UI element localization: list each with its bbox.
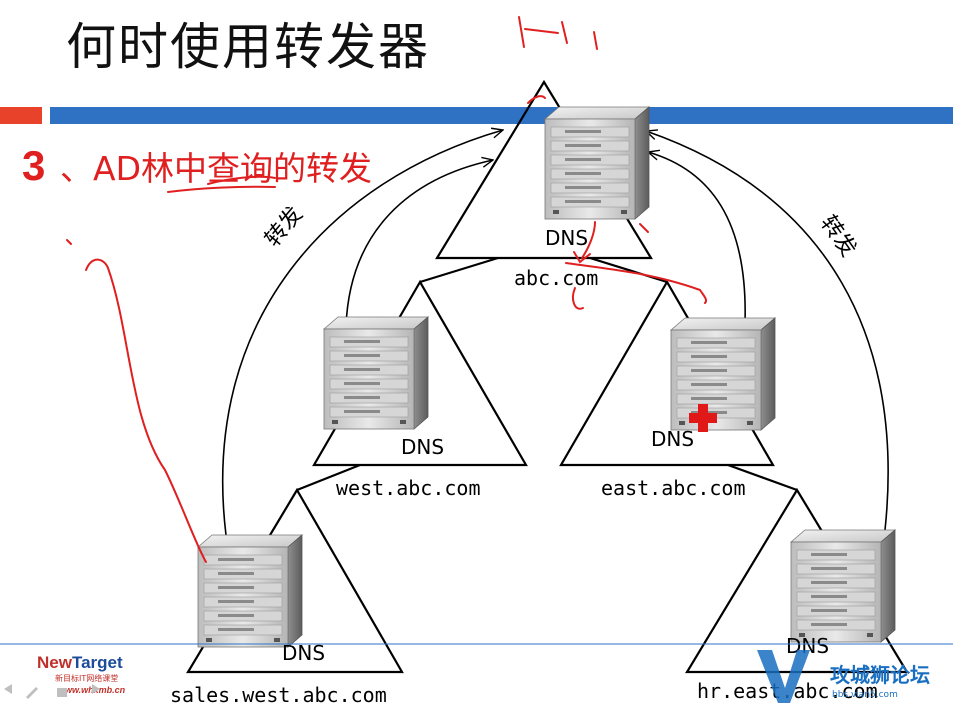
slide-controls[interactable] — [4, 684, 100, 699]
v-logo-icon — [757, 650, 810, 703]
dns-label-west: DNS — [401, 435, 444, 459]
red-cross-icon — [689, 404, 717, 432]
annotation-stroke — [561, 21, 568, 44]
server-icon-root — [544, 106, 650, 220]
annotation-stroke — [593, 31, 598, 50]
dns-label-root: DNS — [545, 226, 588, 250]
annotation-trace — [85, 258, 207, 563]
menu-icon[interactable] — [57, 688, 67, 697]
logo-url: www.whxmb.cn — [58, 685, 126, 695]
domain-label-east: east.abc.com — [601, 476, 746, 500]
logo-brand: NewTarget — [37, 653, 123, 672]
domain-label-root: abc.com — [514, 266, 598, 290]
slide-title: 何时使用转发器 — [66, 18, 430, 76]
title-bar-red-block — [0, 107, 42, 124]
domain-label-west: west.abc.com — [336, 476, 481, 500]
forum-watermark: 攻城狮论坛 bbs.vlan5.com — [757, 650, 930, 703]
forward-arrow-east — [648, 152, 746, 324]
annotation-dot — [66, 239, 72, 245]
newtarget-logo: NewTarget 新目标IT网络课堂 www.whxmb.cn — [37, 653, 126, 695]
prev-slide-icon[interactable] — [4, 684, 12, 694]
server-icon-hr — [790, 529, 896, 643]
edge-east-hr — [727, 463, 798, 492]
edge-root-east — [589, 256, 668, 284]
annotation-arrow-down — [581, 221, 596, 259]
annotation-stroke — [518, 16, 525, 48]
edge-root-west — [419, 256, 499, 284]
next-slide-icon[interactable] — [92, 684, 100, 694]
forward-label-left: 转发 — [260, 202, 307, 252]
annotation-underline — [167, 185, 276, 193]
pen-icon[interactable] — [26, 687, 38, 699]
logo-tagline: 新目标IT网络课堂 — [55, 673, 118, 683]
forward-arrow-hr — [646, 131, 889, 531]
annotation-loop — [572, 287, 584, 310]
server-icon-east — [670, 317, 776, 431]
annotation-arrowhead — [573, 251, 591, 264]
server-icon-west — [323, 316, 429, 430]
handwritten-annotations — [66, 16, 708, 563]
annotation-stroke — [524, 28, 559, 34]
watermark-text: 攻城狮论坛 — [830, 663, 930, 687]
watermark-url: bbs.vlan5.com — [832, 690, 898, 700]
domain-label-sales: sales.west.abc.com — [170, 683, 387, 707]
annotation-curve — [565, 262, 708, 304]
annotation-underline — [207, 175, 276, 185]
annotation-tick — [639, 223, 649, 233]
edge-west-sales — [296, 463, 361, 492]
forward-arrow-sales — [221, 130, 503, 536]
dns-label-east: DNS — [651, 427, 694, 451]
dns-label-sales: DNS — [282, 641, 325, 665]
title-bar-blue — [50, 107, 953, 124]
subtitle-number: 3 — [22, 142, 45, 189]
annotation-stroke — [527, 95, 546, 104]
forward-arrow-west — [345, 160, 493, 327]
server-icon-sales — [197, 534, 303, 648]
